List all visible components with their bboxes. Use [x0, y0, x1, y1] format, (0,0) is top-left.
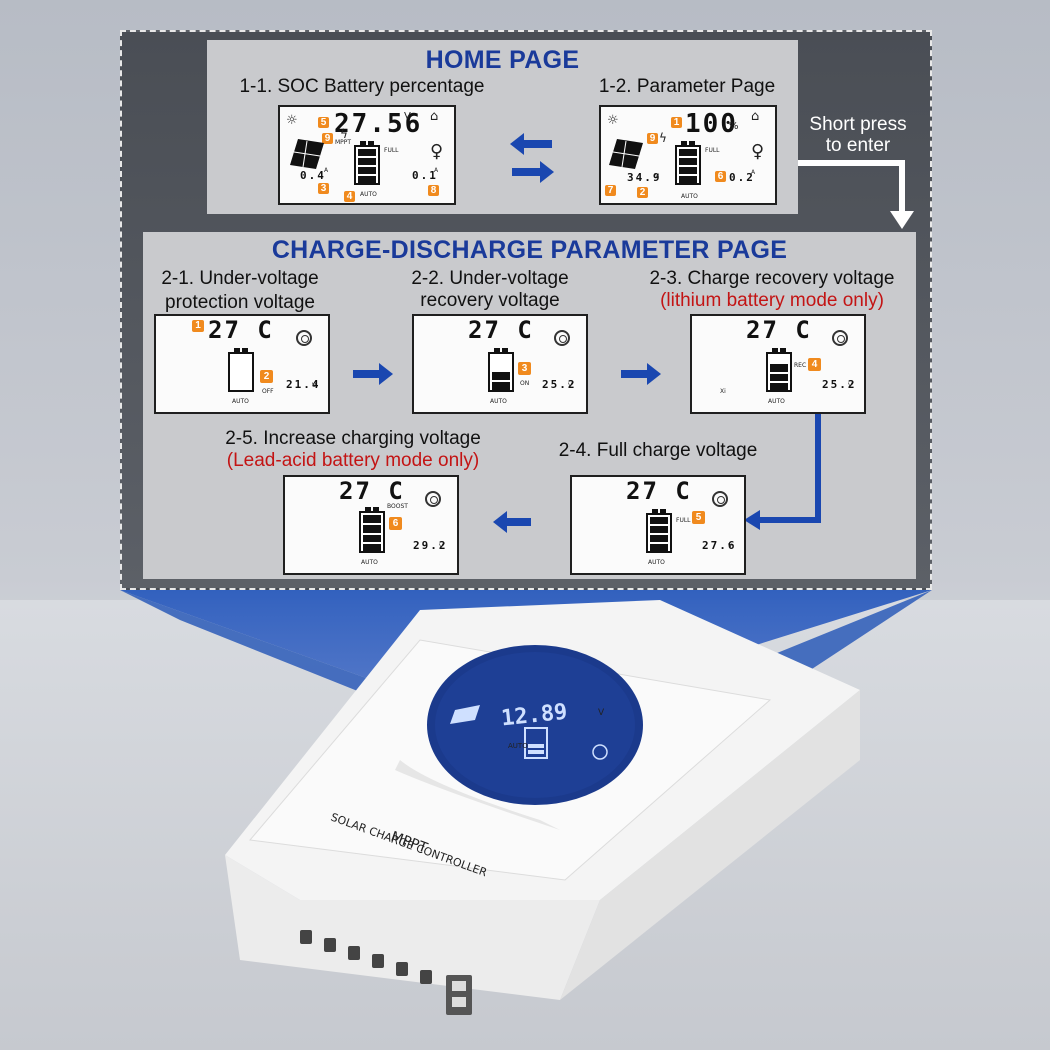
badge-4: 4 — [344, 191, 355, 202]
screen-label-parameter: 1-2. Parameter Page — [598, 76, 776, 97]
lcd-screen-under-voltage-recovery: 27 C 3 ON 25.2 V AUTO — [412, 314, 588, 414]
dev-unit: V — [598, 708, 605, 718]
charge-discharge-title: CHARGE-DISCHARGE PARAMETER PAGE — [271, 236, 788, 264]
bulb-icon: ♀ — [430, 141, 444, 162]
battery-icon — [766, 348, 792, 392]
arrow-right — [621, 363, 661, 385]
gear-icon — [296, 330, 312, 346]
gear-icon — [712, 491, 728, 507]
solar-panel-icon — [290, 139, 324, 169]
arrow-left — [493, 511, 531, 533]
soc-right-value: 0.1 — [412, 169, 438, 182]
badge-7: 7 — [605, 185, 616, 196]
lcd-screen-full-charge: 27 C FULL 5 27.6 V AUTO — [570, 475, 746, 575]
badge-9: 9 — [647, 133, 658, 144]
sun-icon: ☼ — [286, 113, 298, 128]
dev-auto: AUTO — [508, 742, 528, 750]
badge-2: 2 — [637, 187, 648, 198]
mppt-label: MPPT — [335, 139, 352, 146]
short-press-note: Short press to enter — [809, 114, 907, 156]
bulb-icon: ♀ — [751, 141, 765, 162]
soc-main-unit: V — [404, 111, 411, 122]
arrow-right — [353, 363, 393, 385]
badge-3: 3 — [318, 183, 329, 194]
gear-icon — [425, 491, 441, 507]
gear-icon — [832, 330, 848, 346]
down-arrow — [798, 160, 914, 229]
battery-icon — [646, 509, 672, 553]
connector-arrow — [744, 414, 821, 530]
badge-9: 9 — [322, 133, 333, 144]
badge-6: 6 — [715, 171, 726, 182]
badge-1: 1 — [671, 117, 682, 128]
parameter-main-value: 100 — [685, 109, 738, 139]
battery-icon — [488, 348, 514, 392]
badge-5: 5 — [318, 117, 329, 128]
lcd-screen-parameter: ☼ 1 100 % ⌂ 9 ϟ FULL ♀ 34.9 V 6 0.2 A 7 … — [599, 105, 777, 205]
soc-left-value: 0.4 — [300, 169, 326, 182]
home-page-panel: HOME PAGE 1-1. SOC Battery percentage 1-… — [207, 40, 798, 214]
badge-8: 8 — [428, 185, 439, 196]
battery-icon — [228, 348, 254, 392]
arrow-right — [512, 161, 554, 183]
lightning-icon: ϟ — [659, 131, 667, 145]
terminal-holes — [300, 930, 432, 984]
soc-main-value: 27.56 — [334, 109, 423, 139]
full-label: FULL — [384, 147, 399, 154]
sun-icon: ☼ — [607, 113, 619, 128]
solar-panel-icon — [450, 705, 480, 724]
battery-icon — [354, 141, 380, 185]
home-page-title: HOME PAGE — [425, 46, 580, 74]
lcd-screen-charge-recovery: 27 C REC 4 25.2 V Xi AUTO — [690, 314, 866, 414]
arrow-left — [510, 133, 552, 155]
parameter-left-value: 34.9 — [627, 171, 662, 184]
charge-discharge-panel: CHARGE-DISCHARGE PARAMETER PAGE 2-1. Und… — [143, 232, 916, 579]
parameter-right-value: 0.2 — [729, 171, 755, 184]
lightning-icon: ϟ — [340, 127, 348, 141]
home-icon: ⌂ — [751, 109, 760, 124]
battery-icon — [675, 141, 701, 185]
lcd-screen-boost-voltage: 27 C BOOST 6 29.2 V AUTO — [283, 475, 459, 575]
solar-panel-icon — [609, 139, 643, 169]
auto-label: AUTO — [360, 191, 377, 198]
lcd-screen-soc: ☼ 5 27.56 V ⌂ 9 MPPT ϟ FULL ♀ 0.4 A 0.1 … — [278, 105, 456, 205]
bulb-icon — [592, 744, 608, 760]
battery-icon — [359, 507, 385, 553]
home-icon: ⌂ — [430, 109, 439, 124]
lcd-screen-under-voltage-protection: 1 27 C 2 OFF 21.4 V AUTO — [154, 314, 330, 414]
gear-icon — [554, 330, 570, 346]
screen-label-soc: 1-1. SOC Battery percentage — [239, 76, 485, 97]
